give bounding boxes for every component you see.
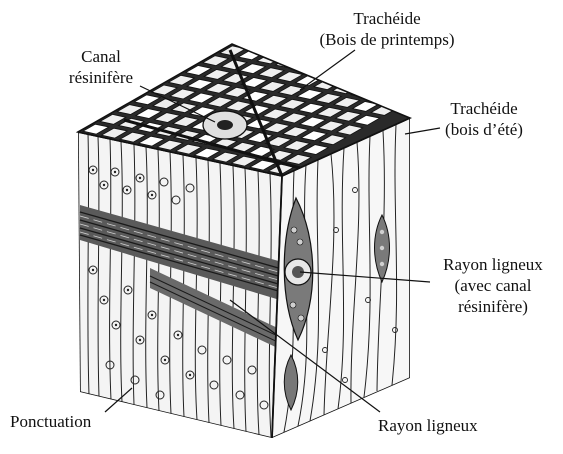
label-rayon-canal-line3: résinifère): [426, 296, 560, 317]
label-tracheide-ete-line1: Trachéide: [424, 98, 544, 119]
label-rayon-ligneux: Rayon ligneux: [378, 415, 478, 436]
tracheid-cell: [387, 82, 413, 92]
label-tracheide-ete: Trachéide (bois d’été): [424, 98, 544, 140]
tracheid-cell: [294, 62, 320, 72]
left-face: [78, 132, 282, 438]
tracheid-cell: [368, 78, 394, 88]
label-canal-line1: Canal: [46, 46, 156, 67]
tracheid-cell: [405, 86, 431, 96]
label-tracheide-printemps-line1: Trachéide: [292, 8, 482, 29]
label-tracheide-printemps: Trachéide (Bois de printemps): [292, 8, 482, 50]
tracheid-cell: [350, 74, 376, 84]
label-rayon-ligneux-canal: Rayon ligneux (avec canal résinifère): [426, 254, 560, 317]
label-ponctuation: Ponctuation: [10, 411, 91, 432]
tracheid-cell: [370, 92, 396, 102]
label-rayon-canal-line2: (avec canal: [426, 275, 560, 296]
label-canal-resinifere: Canal résinifère: [46, 46, 156, 88]
label-tracheide-printemps-line2: (Bois de printemps): [292, 29, 482, 50]
label-rayon-canal-line1: Rayon ligneux: [426, 254, 560, 275]
tracheid-cell: [388, 96, 414, 106]
label-canal-line2: résinifère: [46, 67, 156, 88]
label-tracheide-ete-line2: (bois d’été): [424, 119, 544, 140]
tracheid-cell: [331, 70, 357, 80]
